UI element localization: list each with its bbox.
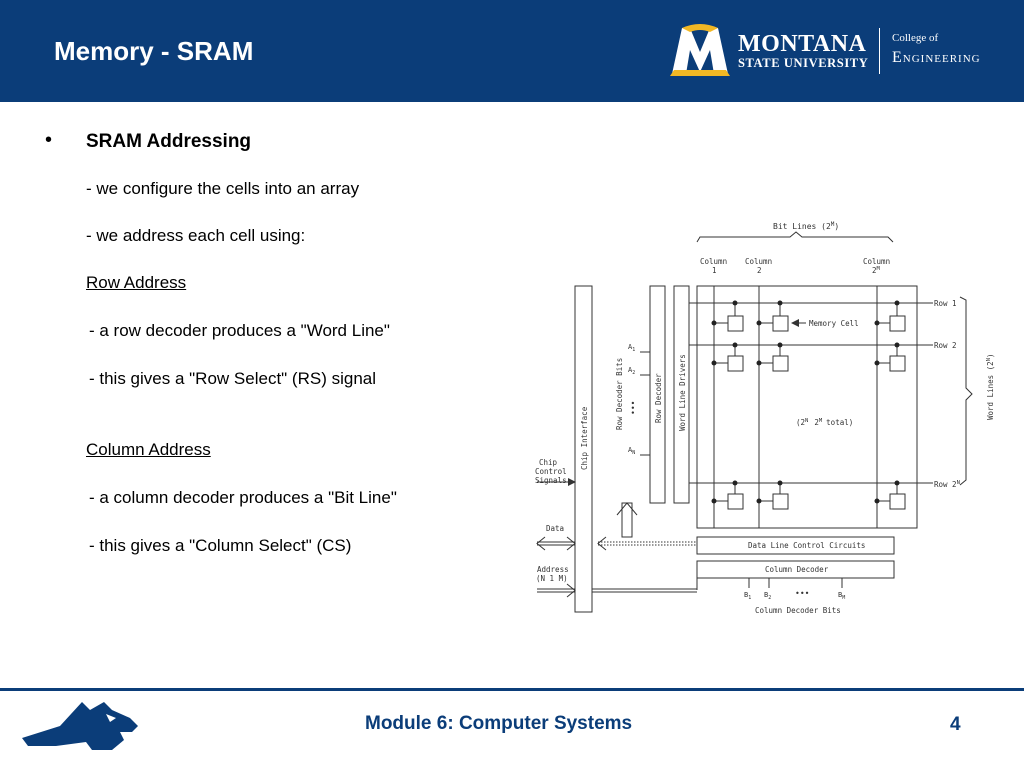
text-line-row-select: - this gives a "Row Select" (RS) signal: [89, 369, 376, 388]
memory-cell: [727, 355, 744, 372]
chip-interface-box: [574, 285, 593, 613]
column-dots: •••: [795, 589, 809, 598]
word-lines-label: Word Lines (2N): [986, 353, 995, 420]
chip-control-label-1: Chip: [539, 458, 558, 467]
column-m-number: 2M: [872, 266, 881, 275]
an-label: AN: [628, 446, 635, 456]
logo-state-university: STATE UNIVERSITY: [738, 56, 869, 70]
row-decoder-box: [649, 285, 666, 504]
row-1-label: Row 1: [934, 299, 957, 308]
chip-control-label-2: Control: [535, 467, 567, 476]
text-line-2: - we address each cell using:: [86, 226, 306, 245]
logo-montana: MONTANA: [738, 31, 867, 57]
up-arrow: [616, 502, 638, 538]
column-decoder-bits-label: Column Decoder Bits: [755, 606, 841, 615]
row-dots: •••: [629, 401, 638, 415]
memory-array-outline: [696, 285, 918, 529]
row-decoder-bits-label: Row Decoder Bits: [615, 358, 624, 430]
row-decoder-label: Row Decoder: [654, 373, 663, 423]
row-2-label: Row 2: [934, 341, 957, 350]
bm-label: BM: [838, 591, 845, 601]
memory-cell: [772, 355, 789, 372]
memory-cell: [889, 493, 906, 510]
b1-label: B1: [744, 591, 751, 601]
word-lines-brace: [959, 296, 973, 486]
memory-cell: [727, 493, 744, 510]
address-label-1: Address: [537, 565, 569, 574]
bit-lines-label: Bit Lines (2M): [773, 221, 839, 231]
bobcat-logo-icon: [22, 702, 138, 750]
column-1-number: 1: [712, 266, 717, 275]
slide-title: Memory - SRAM: [54, 36, 254, 66]
column-2-label: Column: [745, 257, 772, 266]
bullet-heading: SRAM Addressing: [86, 131, 252, 152]
address-label-2: (N 1 M): [536, 574, 568, 583]
msu-m-logo-icon: [670, 24, 730, 76]
sram-array-diagram: Bit Lines (2M) Column 1 Column 2 Column …: [535, 221, 995, 615]
bullet-dot: •: [45, 129, 53, 151]
column-m-label: Column: [863, 257, 890, 266]
memory-cell: [772, 493, 789, 510]
chip-control-label-3: Signals: [535, 476, 567, 485]
memory-cell: [727, 315, 744, 332]
bit-lines-brace: [696, 231, 894, 243]
logo-engineering: Engineering: [892, 49, 981, 66]
data-line-control-box: [696, 536, 895, 555]
data-line-control-label: Data Line Control Circuits: [748, 541, 865, 550]
b2-label: B2: [764, 591, 771, 601]
column-1-label: Column: [700, 257, 727, 266]
text-line-1: - we configure the cells into an array: [86, 179, 360, 198]
page-number: 4: [950, 714, 961, 735]
a2-label: A2: [628, 366, 635, 376]
word-line-drivers-label: Word Line Drivers: [678, 354, 687, 431]
footer-title: Module 6: Computer Systems: [365, 713, 633, 734]
column-address-subheading: Column Address: [86, 440, 211, 459]
column-decoder-label: Column Decoder: [765, 565, 829, 574]
header-bar: Memory - SRAM MONTANA STATE UNIVERSITY C…: [0, 0, 1024, 102]
column-2-number: 2: [757, 266, 762, 275]
text-line-row-decoder: - a row decoder produces a "Word Line": [89, 321, 390, 340]
text-line-column-select: - this gives a "Column Select" (CS): [89, 536, 352, 555]
column-decoder-box: [696, 560, 895, 579]
footer-divider: [0, 688, 1024, 691]
text-line-column-decoder: - a column decoder produces a "Bit Line": [89, 488, 397, 507]
row-address-subheading: Row Address: [86, 273, 187, 292]
logo-divider: [879, 28, 880, 74]
data-label: Data: [546, 524, 564, 533]
word-line-drivers-box: [673, 285, 690, 504]
a1-label: A1: [628, 343, 635, 353]
memory-cell-label: Memory Cell: [809, 319, 859, 328]
memory-cell: [772, 315, 789, 332]
memory-cell: [889, 315, 906, 332]
logo-college-of: College of: [892, 32, 939, 44]
row-n-label: Row 2N: [934, 480, 960, 489]
memory-cell: [889, 355, 906, 372]
chip-interface-label: Chip Interface: [580, 406, 589, 470]
